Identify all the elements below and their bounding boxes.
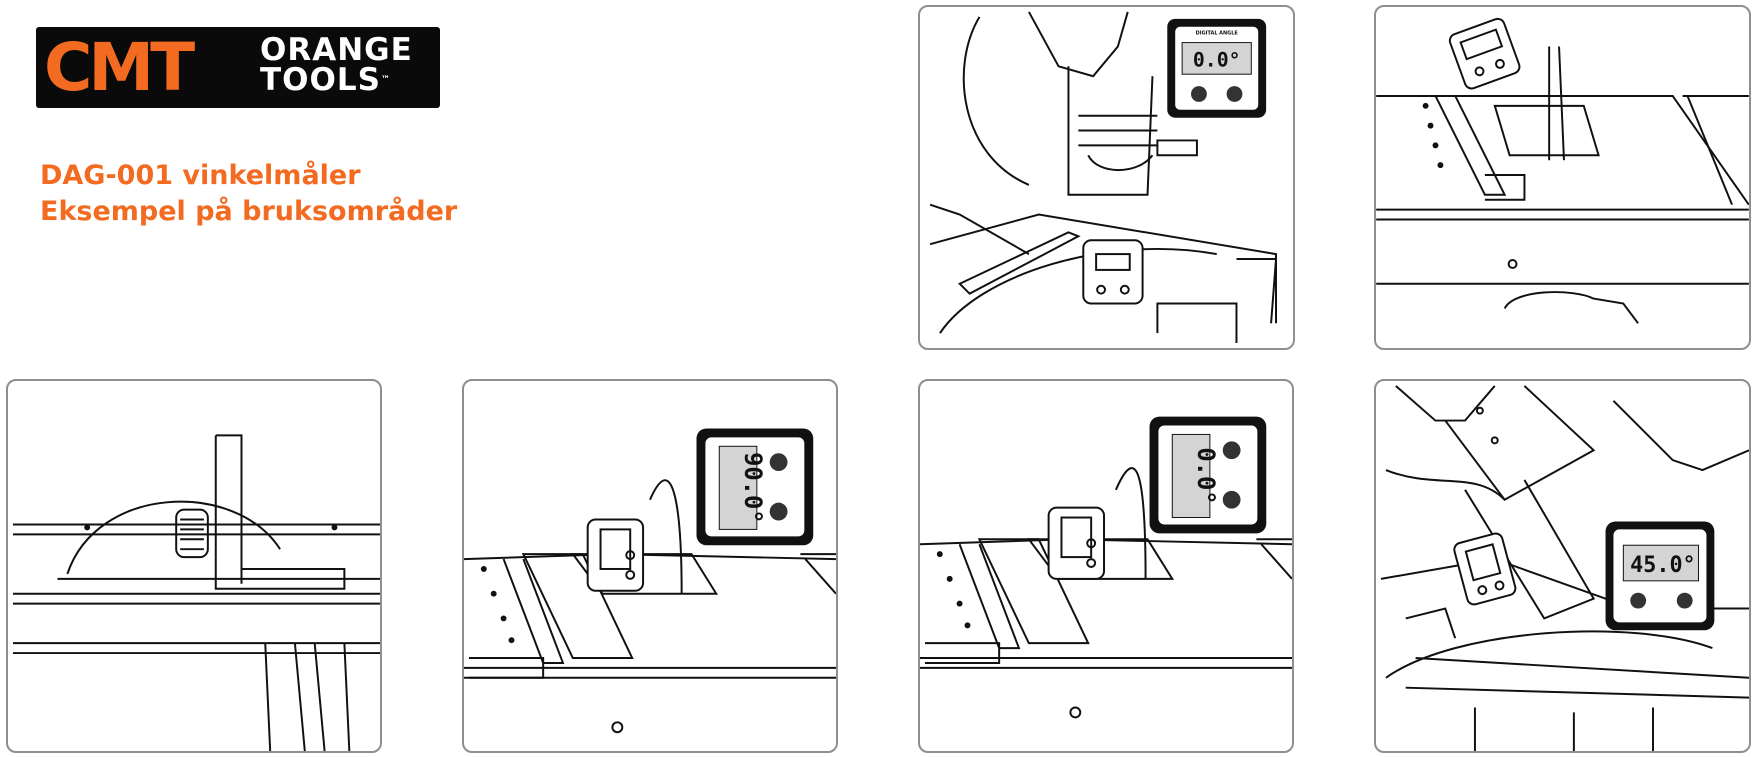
heading-line-2: Eksempel på bruksområder <box>40 196 458 227</box>
button-icon <box>1226 86 1243 102</box>
gauge-callout: 0.0° DIGITAL ANGLE <box>1167 18 1267 118</box>
logo-main-text: CMT <box>44 29 195 106</box>
button-icon <box>769 502 788 521</box>
small-gauge-icon <box>1047 506 1106 580</box>
gauge-reading: 90.0° <box>739 452 767 523</box>
button-icon <box>1191 86 1207 102</box>
button-icon <box>1222 441 1241 460</box>
panel-table-saw-calibrate <box>1374 5 1751 350</box>
logo-line-1: ORANGE <box>260 32 413 68</box>
button-icon <box>1222 490 1241 509</box>
small-gauge-icon <box>586 518 645 592</box>
button-icon <box>1630 592 1647 609</box>
miter-saw-illustration <box>929 11 1278 344</box>
button-icon <box>1676 592 1693 609</box>
gauge-callout: 0.0° <box>1149 416 1267 534</box>
square-check-illustration <box>12 434 380 751</box>
small-gauge-icon <box>1082 239 1144 305</box>
tilted-gauge-icon <box>1448 17 1521 90</box>
gauge-label: DIGITAL ANGLE <box>1196 31 1239 37</box>
logo-sub-text: ORANGE TOOLS™ <box>260 32 413 98</box>
heading-line-1: DAG-001 vinkelmåler <box>40 160 361 191</box>
gauge-callout: 90.0° <box>696 428 814 546</box>
panel-table-saw-90: 90.0° <box>462 379 838 753</box>
logo-line-2: TOOLS™ <box>260 62 391 98</box>
miter-saw-illustration <box>1380 385 1749 751</box>
table-saw-illustration <box>1376 46 1749 324</box>
small-gauge-icon <box>1453 532 1517 606</box>
panel-square-check <box>6 379 382 753</box>
brand-logo: CMT ORANGE TOOLS™ <box>36 27 440 108</box>
gauge-reading: 0.0° <box>1192 447 1220 504</box>
panel-miter-saw-45: 45.0° <box>1374 379 1751 753</box>
panel-table-saw-0: 0.0° <box>918 379 1294 753</box>
gauge-reading: 45.0° <box>1630 553 1695 578</box>
button-icon <box>769 453 788 472</box>
gauge-reading: 0.0° <box>1193 48 1241 71</box>
panel-miter-saw-zero: 0.0° DIGITAL ANGLE <box>918 5 1295 350</box>
gauge-callout: 45.0° <box>1605 521 1715 631</box>
